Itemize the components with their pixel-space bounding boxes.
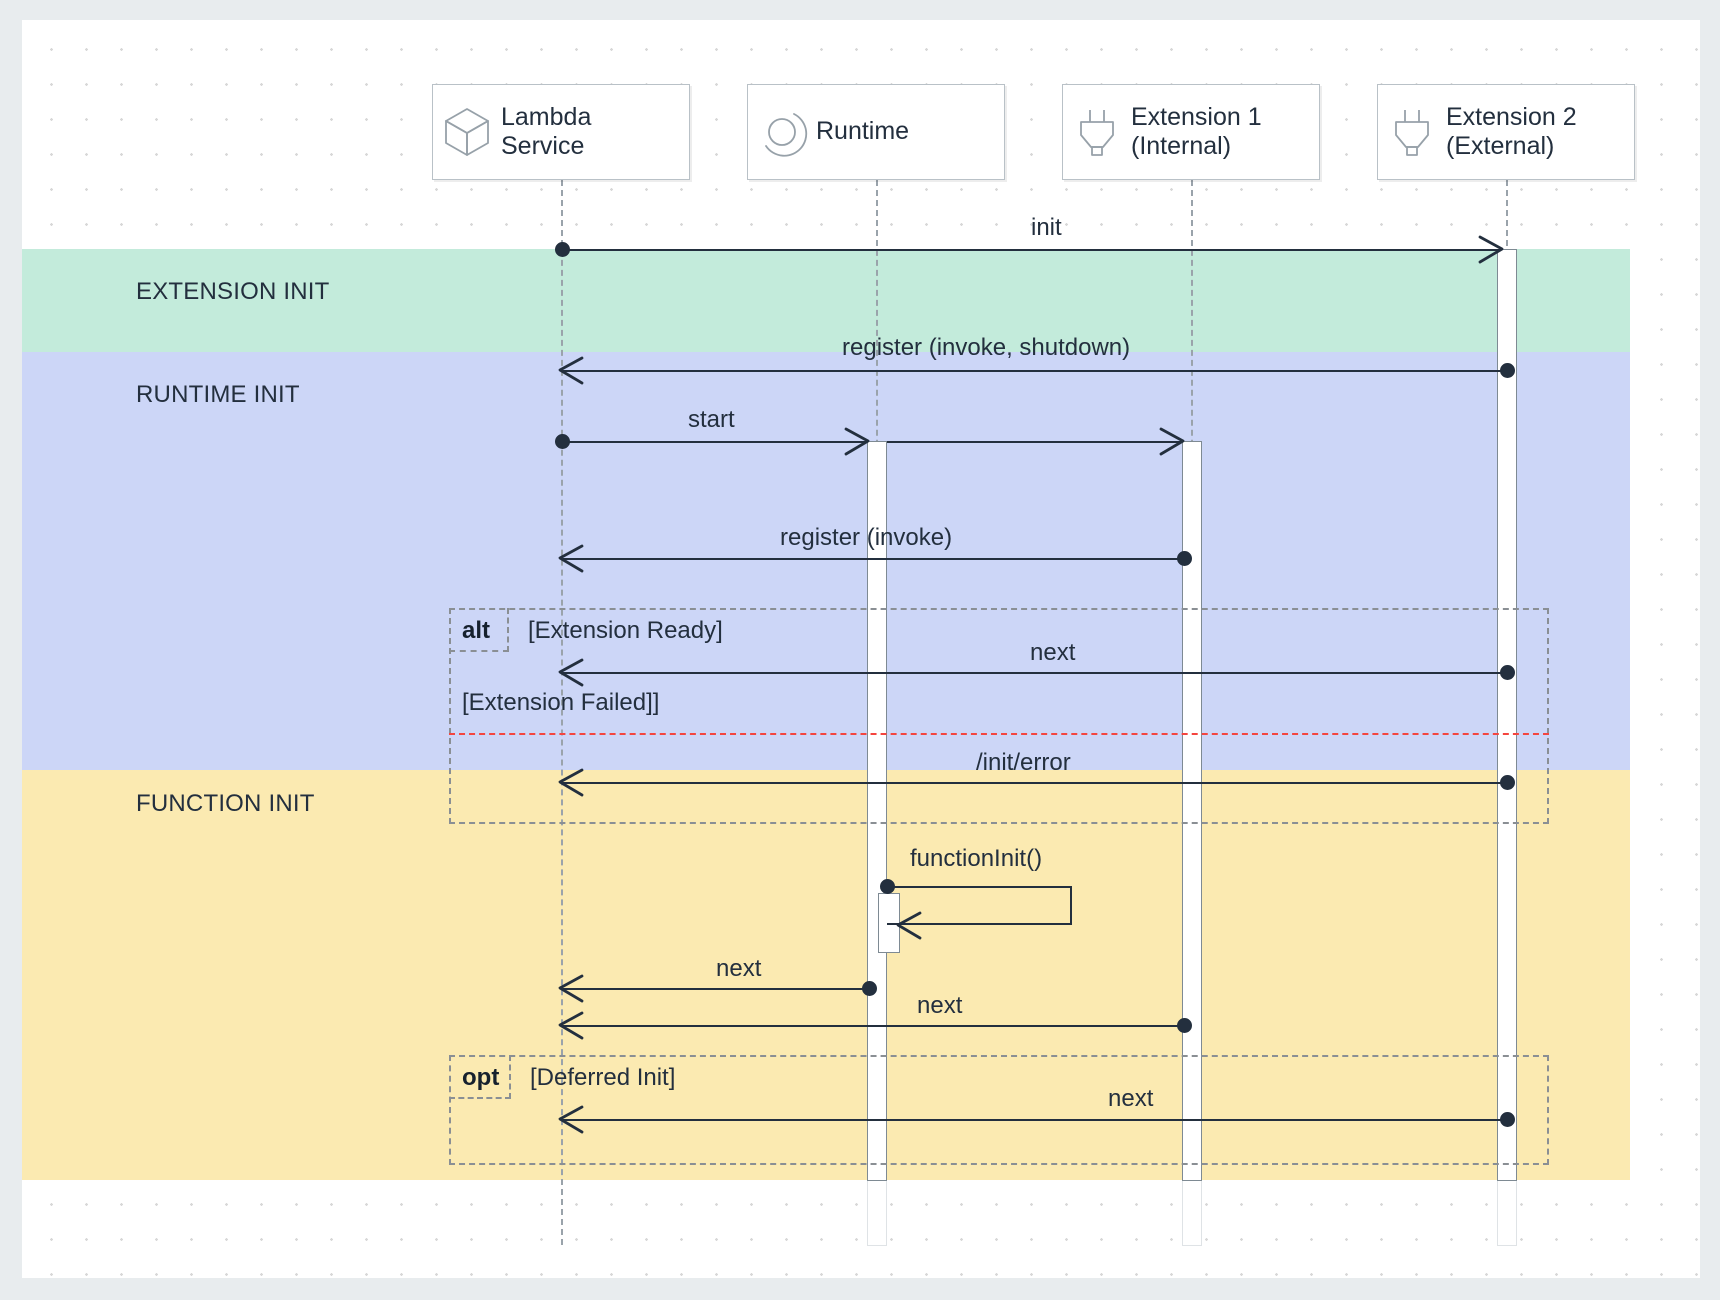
plug-icon [1063,106,1131,158]
phase-label-runtime-init: RUNTIME INIT [136,381,300,408]
opt-fragment [449,1055,1549,1165]
message-label-next-runtime: next [716,955,762,982]
arrowhead-next-extension-1 [558,1011,584,1040]
message-line-next-runtime [563,988,869,990]
alt-fragment-condition: [Extension Ready] [528,617,723,644]
message-line-register-invoke [563,558,1184,560]
message-label-init: init [1031,214,1062,241]
opt-fragment-keyword: opt [462,1064,500,1091]
phase-band-extension-init [22,249,1630,352]
cube-icon [433,107,501,157]
phase-band-function-init [22,770,1630,1180]
arrowhead-register-invoke [558,544,584,573]
message-line-next-extension-1 [563,1025,1184,1027]
message-line-start [562,441,867,443]
message-line-next-deferred-init [563,1119,1507,1121]
message-label-start: start [688,406,735,433]
activation-extension-1-tail [1182,1180,1202,1246]
participant-runtime[interactable]: Runtime [747,84,1005,180]
arrowhead-next-deferred-init [558,1105,584,1134]
participant-label-extension-2: Extension 2 (External) [1446,102,1577,161]
arrowhead-functioninit [896,911,922,940]
alt-fragment-keyword: alt [462,617,491,644]
phase-label-function-init: FUNCTION INIT [136,790,315,817]
participant-extension-2[interactable]: Extension 2 (External) [1377,84,1635,180]
message-label-next-extension-1: next [917,992,963,1019]
message-line-init-error [563,782,1507,784]
arrowhead-next-extension-ready [558,658,584,687]
arrowhead-init [1478,235,1504,264]
lifeline-lambda-service [561,180,563,1245]
activation-extension-2-tail [1497,1180,1517,1246]
arrowhead-register-invoke-shutdown [558,356,584,385]
activation-runtime [867,441,887,1181]
phase-band-runtime-init [22,352,1630,770]
message-line-register-invoke-shutdown [563,370,1507,372]
activation-extension-2 [1497,249,1517,1181]
message-origin-dot [1500,775,1515,790]
message-selfloop-functioninit [887,886,1072,925]
alt-fragment-alt-condition: [Extension Failed]] [462,689,660,716]
message-origin-dot [1500,1112,1515,1127]
message-line-init [562,249,1500,251]
opt-fragment-tab [449,1055,511,1099]
arrowhead-start-extension-1 [1159,427,1185,456]
message-origin-dot [1500,665,1515,680]
message-label-register-invoke-shutdown: register (invoke, shutdown) [842,334,1131,361]
arrowhead-start-runtime [844,427,870,456]
activation-extension-1 [1182,441,1202,1181]
participant-lambda-service[interactable]: Lambda Service [432,84,690,180]
message-label-next-extension-ready: next [1030,639,1076,666]
plug-icon [1378,106,1446,158]
diagram-canvas: EXTENSION INIT RUNTIME INIT FUNCTION INI… [22,20,1700,1278]
message-origin-dot [1177,551,1192,566]
alt-fragment-tab [449,608,509,652]
message-origin-dot [880,879,895,894]
activation-runtime-tail [867,1180,887,1246]
message-label-next-deferred-init: next [1108,1085,1154,1112]
participant-label-runtime: Runtime [816,117,910,146]
message-line-start-extension-1 [887,441,1182,443]
arrowhead-init-error [558,768,584,797]
message-label-register-invoke: register (invoke) [780,524,953,551]
message-origin-dot [1177,1018,1192,1033]
alt-fragment-divider [449,733,1549,735]
participant-label-extension-1: Extension 1 (Internal) [1131,102,1262,161]
message-line-next-extension-ready [563,672,1507,674]
message-label-init-error: /init/error [976,749,1071,776]
message-origin-dot [862,981,877,996]
participant-label-lambda-service: Lambda Service [501,102,592,161]
alt-fragment [449,608,1549,824]
message-label-functioninit: functionInit() [910,845,1043,872]
opt-fragment-condition: [Deferred Init] [530,1064,676,1091]
circle-loader-icon [748,106,816,158]
message-origin-dot [1500,363,1515,378]
arrowhead-next-runtime [558,974,584,1003]
phase-label-extension-init: EXTENSION INIT [136,278,330,305]
participant-extension-1[interactable]: Extension 1 (Internal) [1062,84,1320,180]
